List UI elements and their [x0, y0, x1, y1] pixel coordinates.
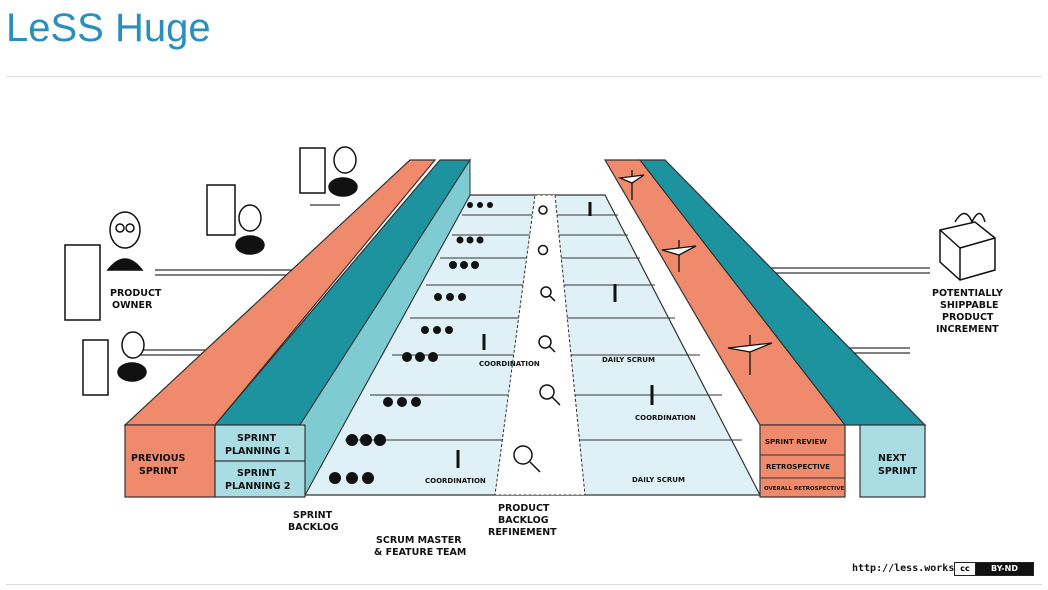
sprint-backlog-label-2: BACKLOG	[288, 522, 339, 533]
product-owner-label-2: OWNER	[112, 300, 153, 311]
sprint-planning-2-label: SPRINT	[237, 468, 277, 479]
next-sprint-wall	[638, 159, 927, 498]
product-owner-label: PRODUCT	[110, 288, 162, 299]
coordination-arrows	[456, 202, 654, 468]
sprint-planning-1-label-2: PLANNING 1	[225, 446, 290, 457]
feature-team-label: & FEATURE TEAM	[374, 547, 466, 558]
sprint-backlog-label: SPRINT	[293, 510, 333, 521]
retrospective-label: RETROSPECTIVE	[766, 463, 830, 471]
magnifier-icons	[513, 205, 561, 473]
less-works-url[interactable]: http://less.works	[852, 563, 955, 574]
increment-label-2: SHIPPABLE	[940, 300, 999, 311]
coordination-label: COORDINATION	[425, 477, 486, 485]
pbr-label: PRODUCT	[498, 503, 550, 514]
coordination-label-2: COORDINATION	[635, 414, 696, 422]
pbr-label-2: BACKLOG	[498, 515, 549, 526]
apo-figure-2	[299, 146, 358, 197]
sprint-planning-wall	[213, 158, 472, 498]
scrum-master-label: SCRUM MASTER	[376, 535, 462, 546]
pbr-label-3: REFINEMENT	[488, 527, 557, 538]
cc-icon: cc	[955, 563, 976, 575]
feature-teams	[329, 202, 493, 484]
next-sprint-label-2: SPRINT	[878, 466, 918, 477]
increment-label-4: INCREMENT	[936, 324, 999, 335]
windmill-icons	[617, 170, 773, 375]
page-title: LeSS Huge	[6, 6, 211, 50]
daily-scrum-label: DAILY SCRUM	[632, 476, 685, 484]
next-sprint-label: NEXT	[878, 453, 907, 464]
increment-label-3: PRODUCT	[942, 312, 994, 323]
previous-sprint-wall	[123, 159, 437, 498]
sprint-planning-2-label-2: PLANNING 2	[225, 481, 290, 492]
gift-box-icon	[939, 212, 996, 281]
top-divider	[6, 76, 1042, 77]
sprint-review-wall	[603, 159, 847, 498]
apo-label-2: APO	[334, 183, 353, 192]
bottom-divider	[6, 584, 1042, 585]
increment-label: POTENTIALLY	[932, 288, 1003, 299]
previous-sprint-label-2: SPRINT	[139, 466, 179, 477]
product-owner-figure	[64, 211, 144, 321]
apo-figure-3	[82, 331, 147, 396]
apo-figure-1	[206, 184, 265, 255]
rails	[140, 204, 930, 356]
daily-scrum-label-2: DAILY SCRUM	[602, 356, 655, 364]
overall-retrospective-label: OVERALL RETROSPECTIVE	[764, 486, 844, 492]
cc-license-badge: cc BY-ND	[954, 562, 1034, 576]
apo-label-3: APO	[120, 368, 139, 377]
previous-sprint-label: PREVIOUS	[131, 453, 185, 464]
apo-label: APO	[238, 241, 257, 250]
sprint-review-label: SPRINT REVIEW	[765, 438, 827, 446]
coordination-label-3: COORDINATION	[479, 360, 540, 368]
sprint-planning-1-label: SPRINT	[237, 433, 277, 444]
license-text: BY-ND	[976, 563, 1033, 575]
